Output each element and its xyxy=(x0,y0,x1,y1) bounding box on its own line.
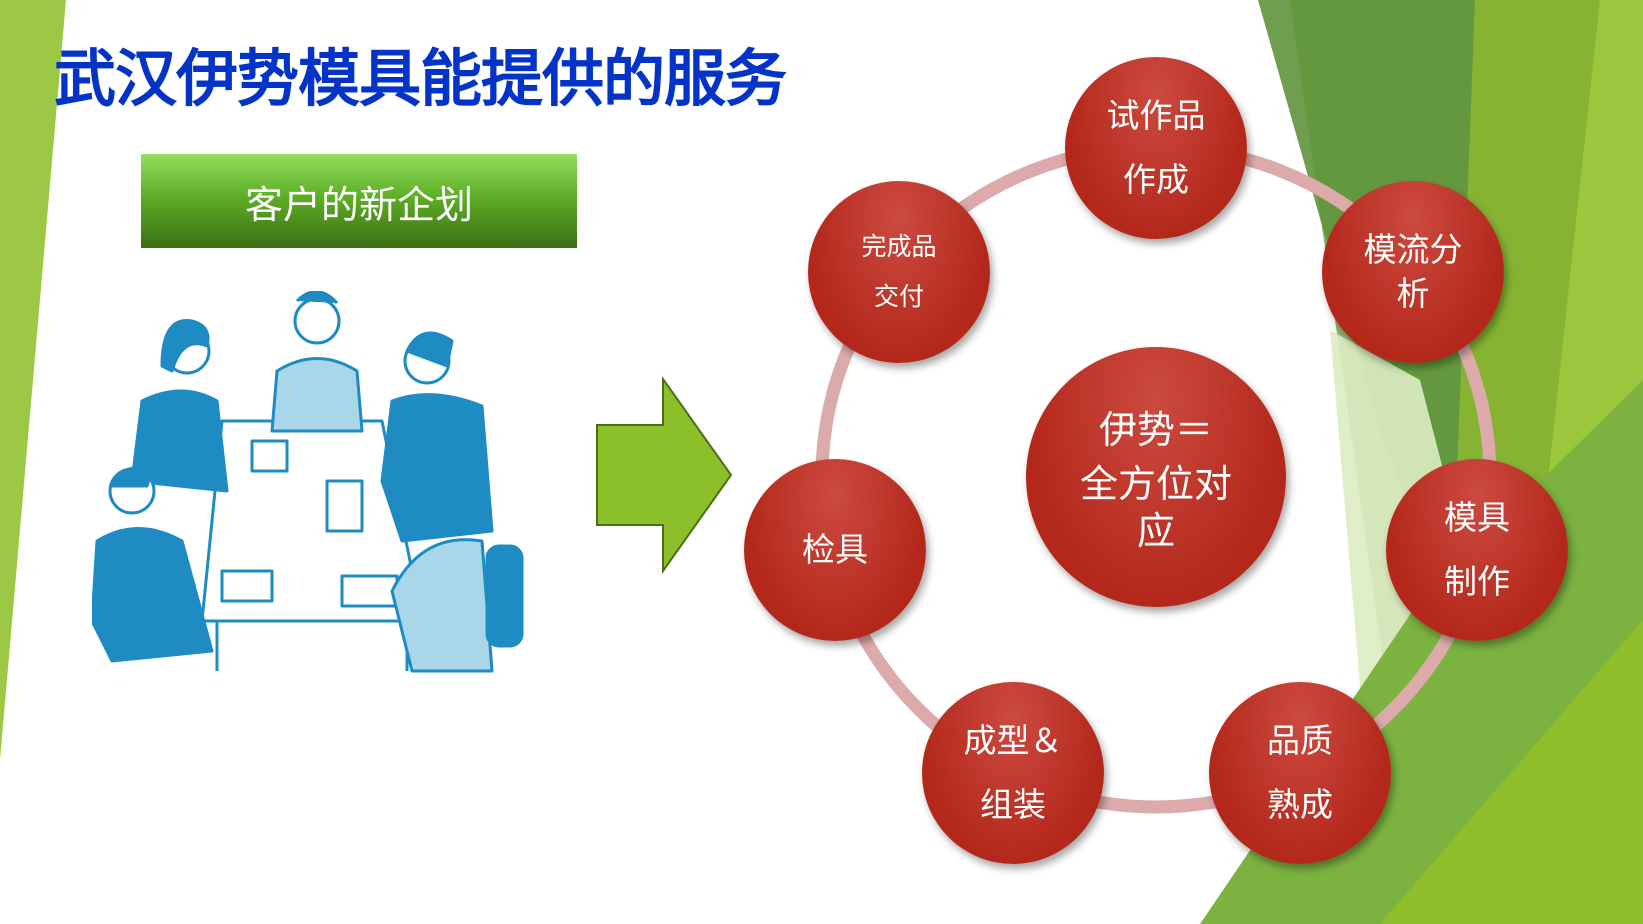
client-plan-label: 客户的新企划 xyxy=(244,182,473,227)
chair xyxy=(485,544,524,648)
right-arrow-icon xyxy=(596,377,733,575)
page-title: 武汉伊势模具能提供的服务 xyxy=(54,42,787,115)
center-node-line: 伊势＝ xyxy=(1098,408,1213,452)
service-node-line: 模具 xyxy=(1444,498,1510,537)
person-standing-center xyxy=(270,291,364,433)
service-node-line: 作成 xyxy=(1123,160,1189,199)
person-woman-front-right xyxy=(390,465,524,673)
paper xyxy=(250,439,289,473)
center-node-line: 应 xyxy=(1136,509,1175,553)
service-node-molding-assembly: 成型＆ 组装 xyxy=(922,682,1104,864)
service-node-line: 模流分 xyxy=(1363,230,1463,269)
paper xyxy=(220,569,274,603)
service-node-delivery: 完成品 交付 xyxy=(808,181,990,363)
service-node-line: 交付 xyxy=(873,282,924,311)
person-woman-left xyxy=(130,319,229,493)
service-node-mold-flow: 模流分 析 xyxy=(1322,181,1504,363)
client-plan-box: 客户的新企划 xyxy=(141,154,577,248)
left-green-stripe xyxy=(0,0,66,760)
center-node-line: 全方位对 xyxy=(1079,462,1232,506)
service-node-line: 制作 xyxy=(1444,562,1510,601)
service-node-mold-making: 模具 制作 xyxy=(1386,459,1568,641)
service-node-line: 品质 xyxy=(1267,721,1333,760)
service-node-line: 检具 xyxy=(802,530,868,569)
meeting-illustration xyxy=(92,291,524,673)
service-node-line: 完成品 xyxy=(861,232,937,261)
right-green-shape xyxy=(1380,620,1643,924)
center-node: 伊势＝ 全方位对 应 xyxy=(1026,347,1286,607)
service-node-line: 组装 xyxy=(980,785,1046,824)
service-node-line: 熟成 xyxy=(1267,785,1333,824)
service-node-line: 试作品 xyxy=(1106,96,1206,135)
service-node-line: 成型＆ xyxy=(963,721,1063,760)
service-node-inspection-fixture: 检具 xyxy=(744,459,926,641)
service-node-quality: 品质 熟成 xyxy=(1209,682,1391,864)
service-node-line: 析 xyxy=(1396,274,1430,313)
person-man-front-left xyxy=(92,466,214,663)
service-node-prototype: 试作品 作成 xyxy=(1065,57,1247,239)
paper xyxy=(325,479,364,533)
